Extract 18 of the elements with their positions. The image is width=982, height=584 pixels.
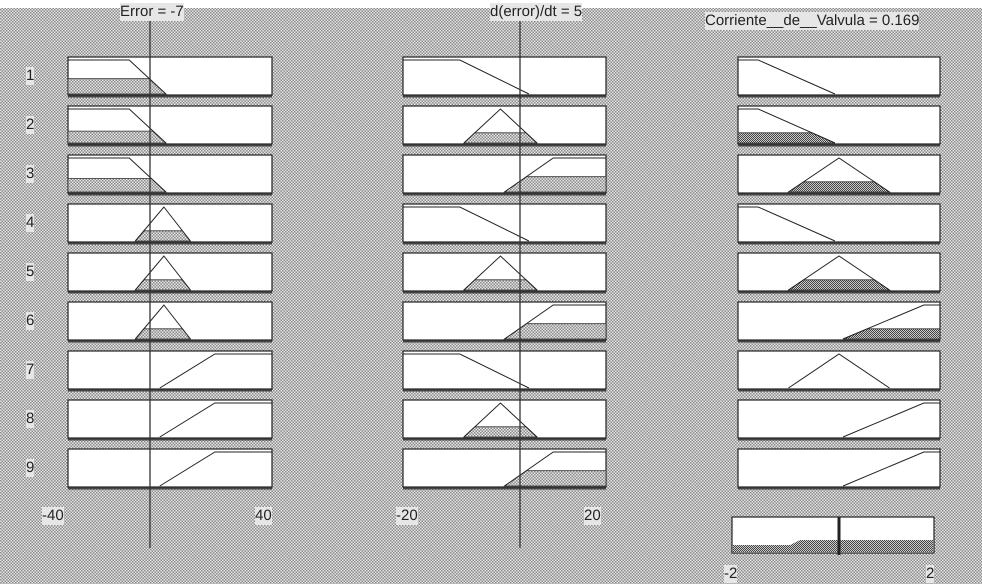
rule-number: 8 xyxy=(26,410,34,428)
rule-number: 4 xyxy=(26,214,34,232)
rule-number: 2 xyxy=(26,116,34,134)
rule-number: 9 xyxy=(26,459,34,477)
variable-title: d(error)/dt = 5 xyxy=(490,3,582,21)
variable-title: Error = -7 xyxy=(120,3,184,21)
axis-tick-label: -20 xyxy=(396,507,418,525)
axis-tick-label: -40 xyxy=(42,507,64,525)
axis-tick-label: 40 xyxy=(255,507,272,525)
rule-number: 6 xyxy=(26,312,34,330)
axis-tick-label: -2 xyxy=(724,565,738,583)
variable-title: Corriente__de__Valvula = 0.169 xyxy=(705,12,920,30)
axis-tick-label: 20 xyxy=(584,507,601,525)
rule-number: 3 xyxy=(26,165,34,183)
axis-tick-label: 2 xyxy=(926,565,934,583)
rule-number: 5 xyxy=(26,263,34,281)
rule-number: 7 xyxy=(26,361,34,379)
rule-number: 1 xyxy=(26,67,34,85)
